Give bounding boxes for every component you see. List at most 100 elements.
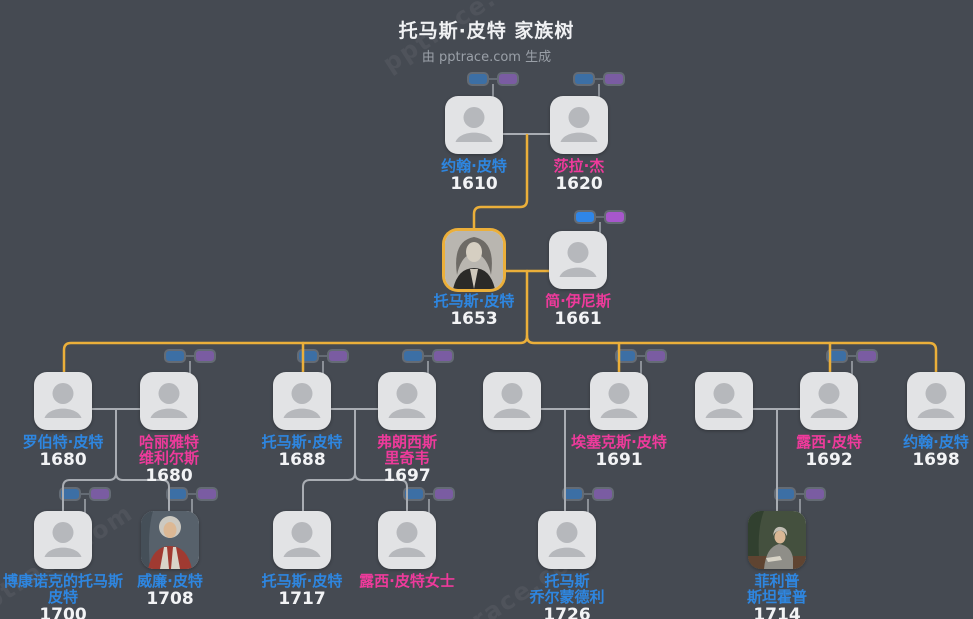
father-chip-icon[interactable] xyxy=(574,210,596,224)
avatar-placeholder[interactable] xyxy=(445,96,503,154)
person-name: 托马斯·皮特 xyxy=(433,292,515,310)
avatar-placeholder[interactable] xyxy=(549,231,607,289)
person-unknown-spouse-2[interactable] xyxy=(695,372,753,430)
father-chip-icon[interactable] xyxy=(826,349,848,363)
portrait-thomas-pitt[interactable] xyxy=(445,231,503,289)
avatar-placeholder[interactable] xyxy=(538,511,596,569)
person-silhouette-icon xyxy=(44,383,82,418)
avatar-placeholder[interactable] xyxy=(800,372,858,430)
person-thomas-pitt-1653[interactable]: 托马斯·皮特 1653 xyxy=(434,231,514,328)
parents-toggle-john-1610[interactable] xyxy=(467,72,519,100)
parents-toggle-jane-1661[interactable] xyxy=(574,210,626,238)
avatar-placeholder[interactable] xyxy=(907,372,965,430)
person-silhouette-icon xyxy=(810,383,848,418)
chip-stem-line xyxy=(492,84,494,100)
mother-chip-icon[interactable] xyxy=(194,349,216,363)
mother-chip-icon[interactable] xyxy=(603,72,625,86)
mother-chip-icon[interactable] xyxy=(856,349,878,363)
parents-toggle-lucy-1692[interactable] xyxy=(826,349,878,377)
person-lady-lucy-pitt[interactable]: 露西·皮特女士 xyxy=(359,511,455,590)
mother-chip-icon[interactable] xyxy=(196,487,218,501)
mother-chip-icon[interactable] xyxy=(89,487,111,501)
person-sarah-jay-1620[interactable]: 莎拉·杰 1620 xyxy=(550,96,608,193)
person-silhouette-icon xyxy=(150,383,188,418)
father-chip-icon[interactable] xyxy=(403,487,425,501)
father-chip-icon[interactable] xyxy=(615,349,637,363)
avatar-placeholder[interactable] xyxy=(34,372,92,430)
person-john-pitt-1698[interactable]: 约翰·皮特 1698 xyxy=(903,372,969,470)
person-name: 露西·皮特 xyxy=(796,433,862,451)
person-silhouette-icon xyxy=(283,522,321,557)
father-chip-icon[interactable] xyxy=(573,72,595,86)
father-chip-icon[interactable] xyxy=(402,349,424,363)
parents-toggle-stanhope[interactable] xyxy=(774,487,826,515)
parents-toggle-sarah-1620[interactable] xyxy=(573,72,625,100)
person-philip-stanhope-1714[interactable]: 菲利普斯坦霍普 1714 xyxy=(747,511,807,619)
avatar-placeholder[interactable] xyxy=(590,372,648,430)
person-silhouette-icon xyxy=(455,107,493,142)
person-thomas-pitt-1717[interactable]: 托马斯·皮特 1717 xyxy=(262,511,342,608)
parents-toggle-cholmondeley[interactable] xyxy=(562,487,614,515)
avatar-placeholder[interactable] xyxy=(550,96,608,154)
avatar-placeholder[interactable] xyxy=(273,511,331,569)
person-lucy-pitt-1692[interactable]: 露西·皮特 1692 xyxy=(796,372,862,469)
mother-chip-icon[interactable] xyxy=(327,349,349,363)
father-chip-icon[interactable] xyxy=(164,349,186,363)
person-birth-year: 1698 xyxy=(912,450,960,470)
father-chip-icon[interactable] xyxy=(297,349,319,363)
chip-link-line xyxy=(596,216,604,218)
person-silhouette-icon xyxy=(917,383,955,418)
avatar-placeholder[interactable] xyxy=(273,372,331,430)
person-birth-year: 1610 xyxy=(450,174,498,194)
person-name: 简·伊尼斯 xyxy=(545,292,611,310)
avatar-placeholder[interactable] xyxy=(140,372,198,430)
person-essex-pitt-1691[interactable]: 埃塞克斯·皮特 1691 xyxy=(571,372,667,469)
father-chip-icon[interactable] xyxy=(166,487,188,501)
person-frances-ridgeway-1697[interactable]: 弗朗西斯里奇韦 1697 xyxy=(377,372,437,485)
person-jane-innes-1661[interactable]: 简·伊尼斯 1661 xyxy=(545,231,611,329)
portrait-william-pitt[interactable] xyxy=(141,511,199,569)
avatar-placeholder[interactable] xyxy=(378,511,436,569)
person-name: 托马斯乔尔蒙德利 xyxy=(529,572,605,606)
person-william-pitt-1708[interactable]: 威廉·皮特 1708 xyxy=(137,511,203,608)
parents-toggle-essex[interactable] xyxy=(615,349,667,377)
person-harriet-villiers-1680[interactable]: 哈丽雅特维利尔斯 1680 xyxy=(139,372,199,485)
painting-portrait-image xyxy=(748,511,806,569)
person-robert-pitt-1680[interactable]: 罗伯特·皮特 1680 xyxy=(23,372,103,469)
father-chip-icon[interactable] xyxy=(59,487,81,501)
parents-toggle-frances[interactable] xyxy=(402,349,454,377)
person-birth-year: 1688 xyxy=(278,450,326,470)
chip-stem-line xyxy=(587,499,589,515)
parents-toggle-william[interactable] xyxy=(166,487,218,515)
mother-chip-icon[interactable] xyxy=(497,72,519,86)
person-birth-year: 1661 xyxy=(554,309,602,329)
avatar-placeholder[interactable] xyxy=(34,511,92,569)
mother-chip-icon[interactable] xyxy=(433,487,455,501)
mother-chip-icon[interactable] xyxy=(592,487,614,501)
mother-chip-icon[interactable] xyxy=(645,349,667,363)
person-name: 威廉·皮特 xyxy=(137,572,203,590)
portrait-philip-stanhope[interactable] xyxy=(748,511,806,569)
person-silhouette-icon xyxy=(559,242,597,277)
father-chip-icon[interactable] xyxy=(467,72,489,86)
person-silhouette-icon xyxy=(705,383,743,418)
person-thomas-pitt-1688[interactable]: 托马斯·皮特 1688 xyxy=(262,372,342,470)
parents-toggle-boconnoc[interactable] xyxy=(59,487,111,515)
avatar-placeholder[interactable] xyxy=(378,372,436,430)
person-thomas-cholmondeley-1726[interactable]: 托马斯乔尔蒙德利 1726 xyxy=(530,511,605,619)
mother-chip-icon[interactable] xyxy=(432,349,454,363)
father-chip-icon[interactable] xyxy=(562,487,584,501)
mother-chip-icon[interactable] xyxy=(604,210,626,224)
parents-toggle-harriet[interactable] xyxy=(164,349,216,377)
father-chip-icon[interactable] xyxy=(774,487,796,501)
person-silhouette-icon xyxy=(548,522,586,557)
mother-chip-icon[interactable] xyxy=(804,487,826,501)
person-john-pitt-1610[interactable]: 约翰·皮特 1610 xyxy=(441,96,507,194)
avatar-placeholder[interactable] xyxy=(695,372,753,430)
person-unknown-spouse-1[interactable] xyxy=(483,372,541,430)
avatar-placeholder[interactable] xyxy=(483,372,541,430)
parents-toggle-lady-lucy[interactable] xyxy=(403,487,455,515)
person-thomas-pitt-of-boconnoc-1700[interactable]: 博康诺克的托马斯皮特 1700 xyxy=(3,511,123,619)
parents-toggle-thomas-1688[interactable] xyxy=(297,349,349,377)
